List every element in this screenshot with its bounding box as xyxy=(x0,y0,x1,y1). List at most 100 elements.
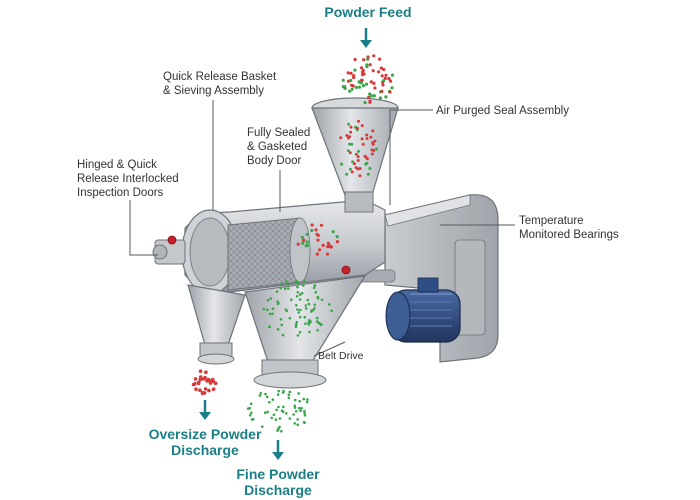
powder-particle xyxy=(266,410,270,414)
powder-particle xyxy=(297,282,301,285)
powder-particle xyxy=(358,167,362,170)
powder-particle xyxy=(246,407,250,411)
powder-particle xyxy=(295,280,298,283)
powder-particle xyxy=(346,71,350,75)
powder-particle xyxy=(330,309,333,313)
body-door-label: Fully Sealed & Gasketed Body Door xyxy=(247,127,311,167)
powder-particle xyxy=(380,74,384,78)
powder-particle xyxy=(266,298,270,302)
powder-particle xyxy=(313,307,316,310)
powder-particle xyxy=(294,323,298,327)
powder-particle xyxy=(357,85,362,89)
powder-particle xyxy=(389,79,393,83)
powder-particle xyxy=(358,174,362,178)
powder-particle xyxy=(372,94,376,98)
powder-particle xyxy=(268,312,272,316)
powder-particle xyxy=(382,67,386,72)
powder-particle xyxy=(315,316,319,320)
powder-particle xyxy=(303,409,306,413)
powder-particle xyxy=(300,291,304,295)
powder-particle xyxy=(297,311,301,314)
powder-particle xyxy=(348,167,352,171)
powder-particle xyxy=(328,303,331,306)
powder-particle xyxy=(314,290,318,294)
powder-particle xyxy=(303,279,306,283)
powder-particle xyxy=(250,411,253,415)
powder-particle xyxy=(351,160,355,164)
powder-particle xyxy=(353,68,357,72)
powder-particle xyxy=(367,95,371,99)
powder-particle xyxy=(384,95,388,99)
powder-particle xyxy=(307,302,311,306)
powder-particle xyxy=(354,85,358,89)
powder-particle xyxy=(368,63,372,67)
powder-particle xyxy=(294,410,298,413)
powder-particle xyxy=(390,86,394,90)
powder-particle xyxy=(296,291,300,294)
powder-particle xyxy=(283,287,287,291)
powder-feed-label: Powder Feed xyxy=(324,4,412,20)
powder-particle xyxy=(305,240,309,244)
powder-particle xyxy=(368,100,372,104)
powder-particle xyxy=(265,395,269,399)
powder-particle xyxy=(359,81,363,85)
powder-particle xyxy=(304,304,308,307)
powder-particle xyxy=(263,411,267,415)
powder-particle xyxy=(341,78,345,82)
powder-particle xyxy=(290,298,293,302)
powder-particle xyxy=(387,77,391,81)
arrow-down-icon xyxy=(199,400,211,420)
powder-particle xyxy=(271,312,274,316)
powder-particle xyxy=(348,151,352,155)
powder-particle xyxy=(365,157,369,161)
powder-particle xyxy=(372,149,376,152)
powder-particle xyxy=(211,387,216,392)
powder-particle xyxy=(349,130,353,134)
powder-particle xyxy=(354,166,358,170)
fine-outlet xyxy=(244,275,367,389)
powder-particle xyxy=(193,377,198,381)
powder-particle xyxy=(302,284,305,287)
temperature-bearings-label: Temperature Monitored Bearings xyxy=(519,215,619,241)
powder-particle xyxy=(300,235,304,239)
powder-particle xyxy=(355,126,359,130)
powder-particle xyxy=(282,405,285,409)
powder-particle xyxy=(306,298,310,302)
powder-particle xyxy=(296,242,300,246)
powder-particle xyxy=(379,66,383,70)
powder-particle xyxy=(198,369,203,374)
powder-particle xyxy=(370,152,374,156)
powder-particle xyxy=(378,96,382,100)
powder-particle xyxy=(288,390,292,394)
powder-particle xyxy=(280,323,284,327)
powder-particle xyxy=(347,122,351,126)
powder-particle xyxy=(272,413,276,417)
arrow-down-icon xyxy=(360,28,372,48)
powder-particle xyxy=(296,285,299,289)
powder-particle xyxy=(277,405,280,409)
powder-particle xyxy=(356,159,360,162)
powder-particle xyxy=(373,86,377,90)
powder-particle xyxy=(261,425,264,429)
powder-particle xyxy=(301,241,305,245)
powder-particle xyxy=(280,430,283,433)
powder-particle xyxy=(313,284,317,287)
powder-particle xyxy=(351,84,355,88)
powder-particle xyxy=(381,83,385,87)
powder-particle xyxy=(384,73,388,77)
powder-particle xyxy=(357,80,361,84)
powder-particle xyxy=(331,230,335,234)
powder-particle xyxy=(363,101,367,105)
powder-particle xyxy=(314,228,318,232)
powder-particle xyxy=(294,325,298,329)
powder-particle xyxy=(204,370,208,375)
powder-particle xyxy=(312,286,316,290)
powder-particle xyxy=(248,414,252,417)
powder-particle xyxy=(310,228,314,233)
powder-particle xyxy=(313,303,317,307)
powder-particle xyxy=(303,315,307,319)
powder-particle xyxy=(303,421,306,425)
powder-particle xyxy=(294,304,298,307)
air-purged-seal-label: Air Purged Seal Assembly xyxy=(436,105,569,117)
powder-particle xyxy=(293,398,297,402)
